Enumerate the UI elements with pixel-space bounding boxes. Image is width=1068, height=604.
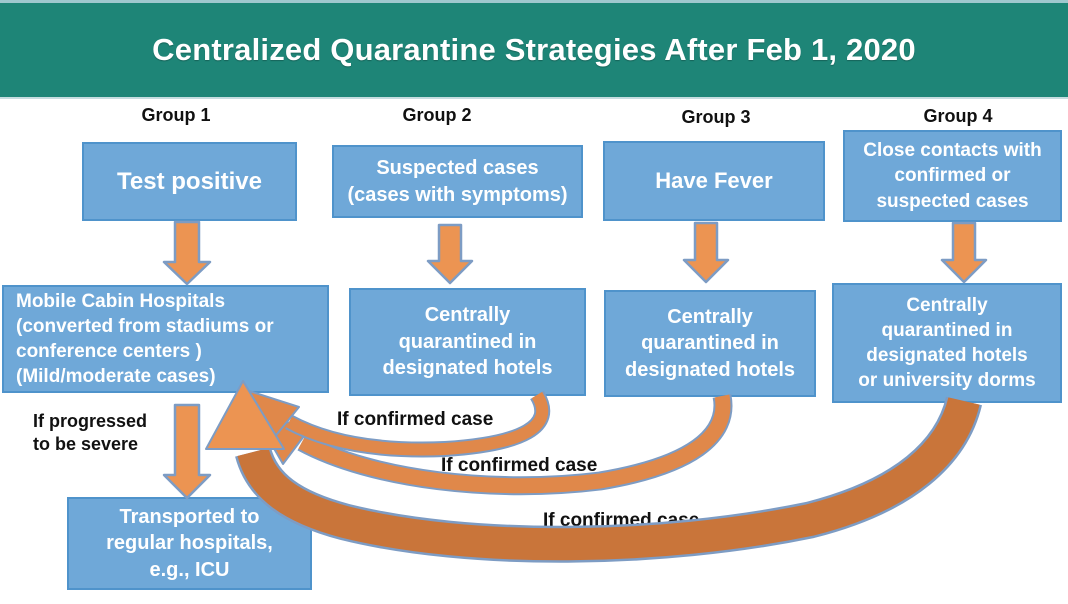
box-transported-icu: Transported to regular hospitals, e.g., … (67, 497, 312, 590)
down-arrow-severe (162, 403, 212, 500)
box-have-fever: Have Fever (603, 141, 825, 221)
curve-arrow-group4 (237, 396, 980, 561)
box-close-contacts: Close contacts with confirmed or suspect… (843, 130, 1062, 222)
box-mobile-cabin-hospitals: Mobile Cabin Hospitals (converted from s… (2, 285, 329, 393)
down-arrow-group2 (426, 223, 474, 285)
box-test-positive: Test positive (82, 142, 297, 221)
curve-arrow-group3 (298, 394, 731, 494)
down-arrow-group3 (682, 221, 730, 284)
curve-arrow-group2 (286, 391, 549, 456)
note-if-progressed-severe: If progressed to be severe (33, 411, 148, 455)
group3-label: Group 3 (681, 107, 751, 127)
box-quarantine-hotels-g3: Centrally quarantined in designated hote… (604, 290, 816, 397)
down-arrow-group1 (162, 220, 212, 286)
page-title: Centralized Quarantine Strategies After … (152, 32, 916, 67)
note-if-confirmed-group2: If confirmed case (337, 409, 494, 430)
note-if-confirmed-group3: If confirmed case (441, 455, 598, 476)
curve-arrowhead-group4 (205, 380, 285, 450)
title-banner: Centralized Quarantine Strategies After … (0, 0, 1068, 99)
down-arrow-group4 (940, 221, 988, 284)
group2-label: Group 2 (402, 105, 472, 125)
box-suspected-cases: Suspected cases (cases with symptoms) (332, 145, 583, 218)
box-quarantine-hotels-g2: Centrally quarantined in designated hote… (349, 288, 586, 396)
box-quarantine-hotels-dorms-g4: Centrally quarantined in designated hote… (832, 283, 1062, 403)
group4-label: Group 4 (923, 106, 993, 126)
group1-label: Group 1 (141, 105, 211, 125)
